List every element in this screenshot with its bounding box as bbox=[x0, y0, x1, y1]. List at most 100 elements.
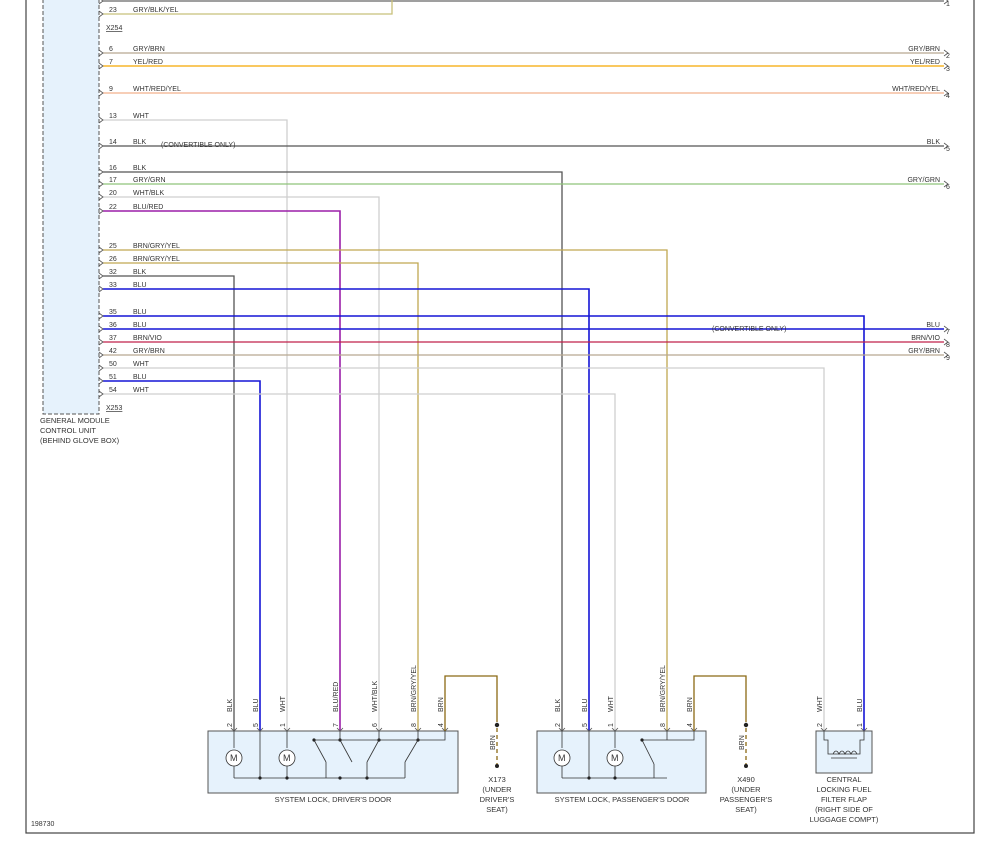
module-name-line2: CONTROL UNIT bbox=[40, 426, 96, 435]
wire-pin-33 bbox=[103, 288, 590, 731]
driver-ground-dot bbox=[494, 722, 500, 728]
fuel-flap-name-line1: CENTRAL bbox=[826, 775, 861, 784]
wire-pin-20 bbox=[103, 196, 380, 731]
figure-id: 198730 bbox=[31, 821, 54, 828]
driver-pin-wire-2: BLK bbox=[227, 698, 234, 712]
passenger-pin-number-1: 1 bbox=[608, 723, 615, 727]
driver-ground-end-dot bbox=[495, 764, 499, 768]
pin-wire-label-37: BRN/VIO bbox=[133, 335, 162, 342]
right-wire-label-9: GRY/BRN bbox=[908, 348, 940, 355]
pin-connector-14 bbox=[98, 142, 104, 150]
module-name-line3: (BEHIND GLOVE BOX) bbox=[40, 436, 120, 445]
ground-x490-id: X490 bbox=[737, 775, 755, 784]
connector-x253-label: X253 bbox=[106, 405, 122, 412]
passenger-pin-number-5: 5 bbox=[582, 723, 589, 727]
right-connector-number-6: 6 bbox=[946, 184, 950, 191]
wire-pin-16 bbox=[103, 171, 563, 731]
driver-pin-number-8: 8 bbox=[411, 723, 418, 727]
right-connector-5 bbox=[943, 142, 949, 150]
ground-x490-line2: PASSENGER'S bbox=[720, 795, 773, 804]
right-connector-number-5: 5 bbox=[946, 146, 950, 153]
wire-pin-51 bbox=[103, 380, 261, 731]
module-pin-labels: 10BRN/BLU23GRY/BLK/YEL6GRY/BRN7YEL/RED9W… bbox=[98, 0, 181, 398]
convertible-only-note-2: (CONVERTIBLE ONLY) bbox=[712, 326, 786, 333]
pin-connector-25 bbox=[98, 246, 104, 254]
right-wire-label-2: GRY/BRN bbox=[908, 46, 940, 53]
driver-pin-number-7: 7 bbox=[333, 723, 340, 727]
pin-connector-50 bbox=[98, 364, 104, 372]
right-wire-label-3: YEL/RED bbox=[910, 59, 940, 66]
passenger-switch-leads bbox=[642, 731, 695, 741]
pin-connector-7 bbox=[98, 62, 104, 70]
driver-junction bbox=[258, 776, 262, 780]
pin-connector-54 bbox=[98, 390, 104, 398]
pin-connector-37 bbox=[98, 338, 104, 346]
wire-pin-22 bbox=[103, 210, 341, 731]
wire-pin-25 bbox=[103, 249, 668, 731]
pin-connector-36 bbox=[98, 325, 104, 333]
passenger-lock-name: SYSTEM LOCK, PASSENGER'S DOOR bbox=[555, 795, 690, 804]
driver-pin-number-4: 4 bbox=[438, 723, 445, 727]
right-wire-label-7: BLU bbox=[926, 322, 940, 329]
right-connector-9 bbox=[943, 351, 949, 359]
pin-wire-label-25: BRN/GRY/YEL bbox=[133, 243, 180, 250]
pin-wire-label-13: WHT bbox=[133, 113, 150, 120]
driver-pin-number-6: 6 bbox=[372, 723, 379, 727]
pin-wire-label-9: WHT/RED/YEL bbox=[133, 86, 181, 93]
pin-wire-label-23: GRY/BLK/YEL bbox=[133, 7, 179, 14]
right-connector-3 bbox=[943, 62, 949, 70]
right-connector-number-1: 1 bbox=[946, 1, 950, 8]
pin-connector-42 bbox=[98, 351, 104, 359]
convertible-only-note: (CONVERTIBLE ONLY) bbox=[161, 142, 235, 149]
driver-switch-4 bbox=[404, 739, 419, 763]
right-connector-number-7: 7 bbox=[946, 329, 950, 336]
right-wire-label-4: WHT/RED/YEL bbox=[892, 86, 940, 93]
right-connector-6 bbox=[943, 180, 949, 188]
pin-wire-label-14: BLK bbox=[133, 139, 147, 146]
pin-connector-9 bbox=[98, 89, 104, 97]
pin-number-25: 25 bbox=[109, 243, 117, 250]
connector-x254-label: X254 bbox=[106, 25, 122, 32]
passenger-ground-wire bbox=[693, 675, 747, 731]
right-connector-7 bbox=[943, 325, 949, 333]
right-connector-number-8: 8 bbox=[946, 342, 950, 349]
pin-number-14: 14 bbox=[109, 139, 117, 146]
pin-wire-label-7: YEL/RED bbox=[133, 59, 163, 66]
pin-number-36: 36 bbox=[109, 322, 117, 329]
pin-number-42: 42 bbox=[109, 348, 117, 355]
pin-connector-32 bbox=[98, 272, 104, 280]
pin-wire-label-22: BLU/RED bbox=[133, 204, 163, 211]
general-module-body bbox=[42, 0, 100, 415]
pin-wire-label-50: WHT bbox=[133, 361, 150, 368]
driver-ground-wire-label: BRN bbox=[490, 735, 497, 750]
pin-wire-label-36: BLU bbox=[133, 322, 147, 329]
driver-door-lock-component bbox=[207, 730, 459, 794]
driver-pin-wire-6: WHT/BLK bbox=[372, 681, 379, 712]
pin-connector-16 bbox=[98, 168, 104, 176]
driver-internal-bus bbox=[234, 731, 405, 779]
pin-number-9: 9 bbox=[109, 86, 113, 93]
passenger-pin-wire-4: BRN bbox=[687, 697, 694, 712]
driver-pin-wire-7: BLU/RED bbox=[333, 682, 340, 712]
fuel-flap-name-line4: (RIGHT SIDE OF bbox=[815, 805, 873, 814]
passenger-ground-wire-label: BRN bbox=[739, 735, 746, 750]
pin-number-6: 6 bbox=[109, 46, 113, 53]
fuel-flap-name-line2: LOCKING FUEL bbox=[816, 785, 871, 794]
pin-connector-10 bbox=[98, 0, 104, 5]
pin-wire-label-42: GRY/BRN bbox=[133, 348, 165, 355]
fuel-flap-name-line5: LUGGAGE COMPT) bbox=[810, 815, 879, 824]
passenger-junction bbox=[613, 776, 617, 780]
passenger-pin-wire-1: WHT bbox=[608, 695, 615, 712]
pin-connector-51 bbox=[98, 377, 104, 385]
fuel-flap-pin-wire-1: BLU bbox=[857, 698, 864, 712]
pin-number-33: 33 bbox=[109, 282, 117, 289]
wire-pin-35 bbox=[103, 315, 865, 731]
wires bbox=[103, 0, 944, 731]
wire-pin-54 bbox=[103, 393, 616, 731]
passenger-switch-1 bbox=[641, 739, 655, 765]
pin-number-7: 7 bbox=[109, 59, 113, 66]
right-wire-label-5: BLK bbox=[927, 139, 941, 146]
driver-junction bbox=[285, 776, 289, 780]
passenger-ground-dot bbox=[743, 722, 749, 728]
